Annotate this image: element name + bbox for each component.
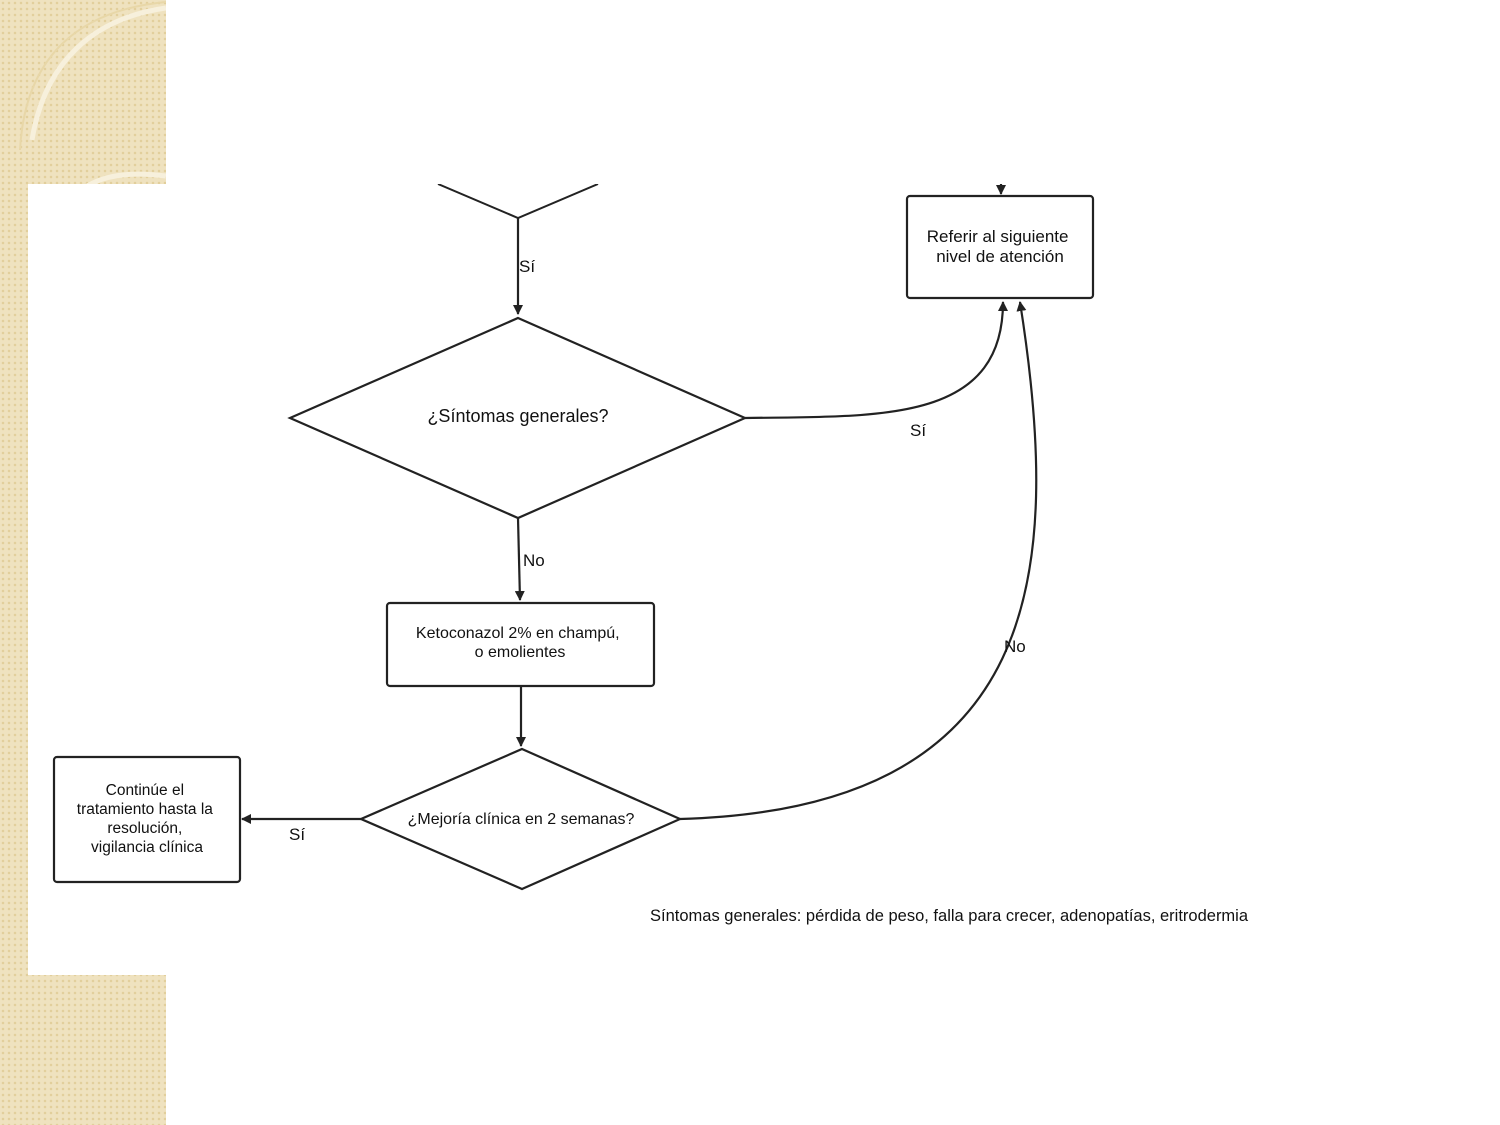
edge-label-top-yes: Sí [519,257,535,276]
edge-improvement-to-refer [679,301,1038,821]
flowchart: Referir al siguiente nivel de atención ¿… [52,184,1249,925]
footnote: Síntomas generales: pérdida de peso, fal… [650,907,1249,925]
continue-line-1: Continúe el [106,782,184,799]
edge-symptoms-to-treatment [514,517,525,601]
refer-node [905,194,1095,300]
improvement-question-label: ¿Mejoría clínica en 2 semanas? [408,811,635,828]
slide-content-panel: Referir al siguiente nivel de atención ¿… [28,184,1500,975]
treatment-node-label: Ketoconazol 2% en champú, o emolientes [416,625,624,661]
symptoms-decision-node [287,316,748,520]
improvement-decision-node [358,747,683,891]
refer-node-label: Referir al siguiente nivel de atención [927,227,1073,266]
edge-label-improvement-yes: Sí [289,825,305,844]
refer-line-1: Referir al siguiente [927,227,1069,246]
continue-treatment-node [52,755,242,884]
treatment-line-1: Ketoconazol 2% en champú, [416,625,620,642]
treatment-line-2: o emolientes [475,644,566,661]
continue-line-3: resolución, [107,820,182,837]
continue-line-4: vigilancia clínica [91,839,203,856]
symptoms-question-label: ¿Síntomas generales? [427,406,608,426]
edge-label-improvement-no: No [1004,637,1026,656]
refer-line-2: nivel de atención [936,247,1064,266]
treatment-node [385,601,656,688]
edge-symptoms-to-refer [744,301,1008,420]
edge-label-symptoms-no: No [523,551,545,570]
previous-decision-diamond [437,184,599,220]
continue-line-2: tratamiento hasta la [77,801,214,818]
continue-node-label: Continúe el tratamiento hasta la resoluc… [77,782,217,856]
edge-label-symptoms-yes: Sí [910,421,926,440]
